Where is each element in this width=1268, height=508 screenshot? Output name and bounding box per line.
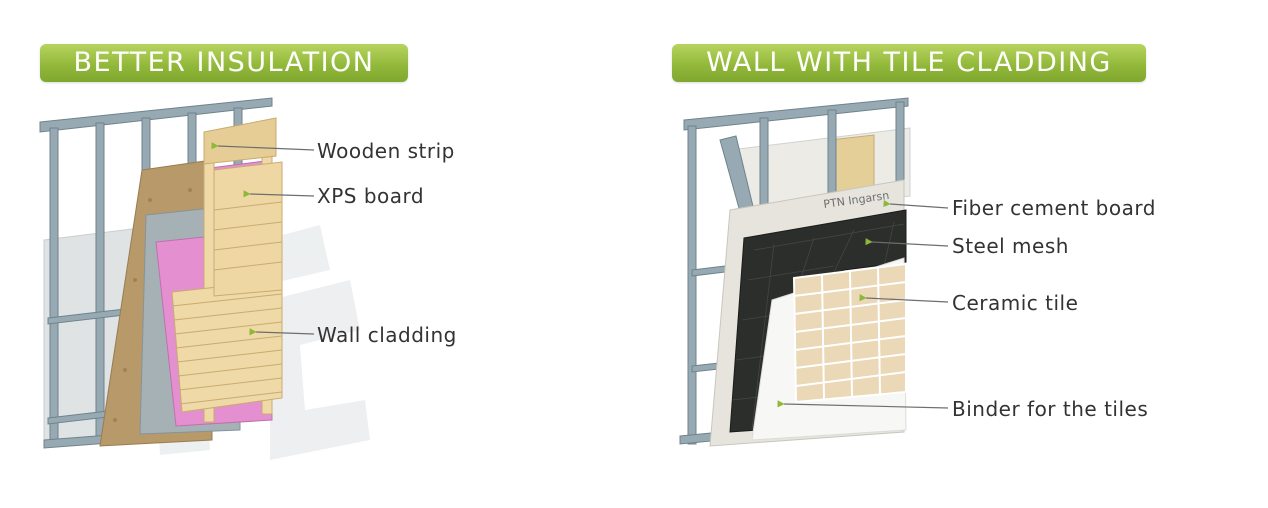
tiled-wall-illustration: PTN Ingarsn [679, 97, 949, 447]
panel-wall-with-tile-cladding: WALL WITH TILE CLADDING PTN Ingarsn [634, 0, 1268, 508]
panel-better-insulation: BETTER INSULATION [39, 44, 457, 460]
wall-cladding [171, 161, 283, 413]
callout-leaders [211, 142, 315, 336]
callout-wall-cladding: Wall cladding [317, 323, 457, 347]
callout-ceramic-tile: Ceramic tile [952, 291, 1079, 315]
tile-grid [793, 267, 907, 401]
callout-binder-for-the-tiles: Binder for the tiles [952, 397, 1149, 421]
callout-leaders [777, 199, 949, 409]
insulated-wall-illustration [39, 97, 370, 460]
panel-title: BETTER INSULATION [40, 44, 408, 82]
callout-fiber-cement-board: Fiber cement board [952, 196, 1156, 220]
callout-xps-board: XPS board [317, 184, 425, 208]
callout-steel-mesh: Steel mesh [952, 234, 1069, 258]
callout-wooden-strip: Wooden strip [317, 139, 455, 163]
panel-title: WALL WITH TILE CLADDING [672, 44, 1146, 82]
